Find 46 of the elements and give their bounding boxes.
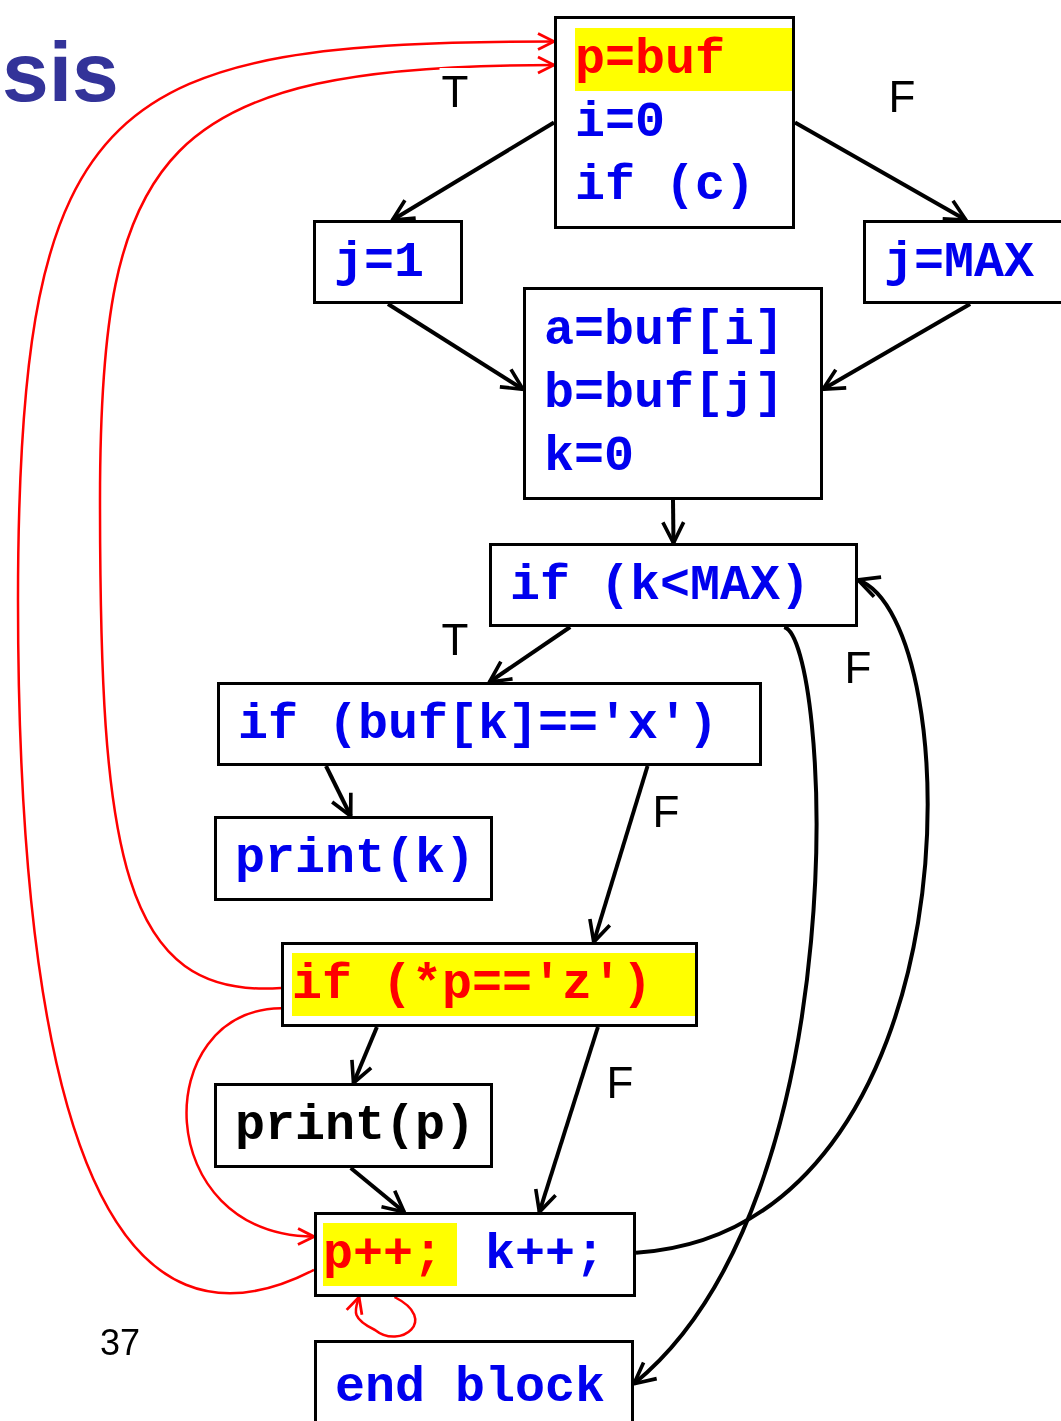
- code-text: end block: [335, 1358, 607, 1418]
- arrow: [821, 302, 972, 392]
- arrow: [386, 302, 525, 392]
- code-text: if (buf[k]=='x'): [238, 694, 720, 755]
- code-text: if (c): [575, 156, 757, 216]
- code-text: if (k<MAX): [510, 555, 812, 616]
- code-box: [214, 1083, 493, 1168]
- code-box: [554, 16, 795, 229]
- code-text: p++;: [323, 1223, 458, 1286]
- code-text: i=0: [575, 93, 666, 153]
- arrow: [390, 120, 556, 222]
- code-box: [523, 287, 823, 500]
- arrow: [487, 625, 572, 684]
- arrow: [632, 625, 818, 1386]
- arrow: [635, 578, 929, 1255]
- code-text: j=1: [334, 232, 425, 293]
- code-box: [314, 1212, 636, 1297]
- code-text: k++;: [485, 1225, 606, 1285]
- code-box: [314, 1340, 634, 1421]
- code-text: k=0: [544, 427, 635, 487]
- code-box: [281, 942, 698, 1027]
- code-text: b=buf[j]: [544, 364, 786, 424]
- code-box: [863, 220, 1061, 304]
- code-text: print(k): [235, 829, 477, 889]
- arrow: [345, 1295, 417, 1338]
- code-box: [313, 220, 463, 304]
- arrow: [350, 1026, 379, 1085]
- arrow: [588, 765, 650, 944]
- arrow: [98, 55, 556, 990]
- arrow: [324, 765, 353, 818]
- code-text: print(p): [235, 1096, 477, 1156]
- arrow: [16, 32, 556, 1294]
- arrow: [794, 120, 968, 222]
- code-box: [489, 543, 858, 627]
- arrow: [661, 499, 686, 545]
- code-text: a=buf[i]: [544, 301, 786, 361]
- arrow: [349, 1166, 406, 1214]
- arrow: [533, 1026, 600, 1214]
- code-box: [214, 816, 493, 901]
- title-text: sis: [2, 24, 119, 121]
- code-text: if (*p=='z'): [292, 953, 695, 1016]
- code-box: [217, 682, 762, 766]
- code-text: j=MAX: [884, 232, 1036, 293]
- code-text: p=buf: [575, 28, 792, 91]
- arrow: [185, 1007, 316, 1244]
- page-number: 37: [100, 1323, 141, 1363]
